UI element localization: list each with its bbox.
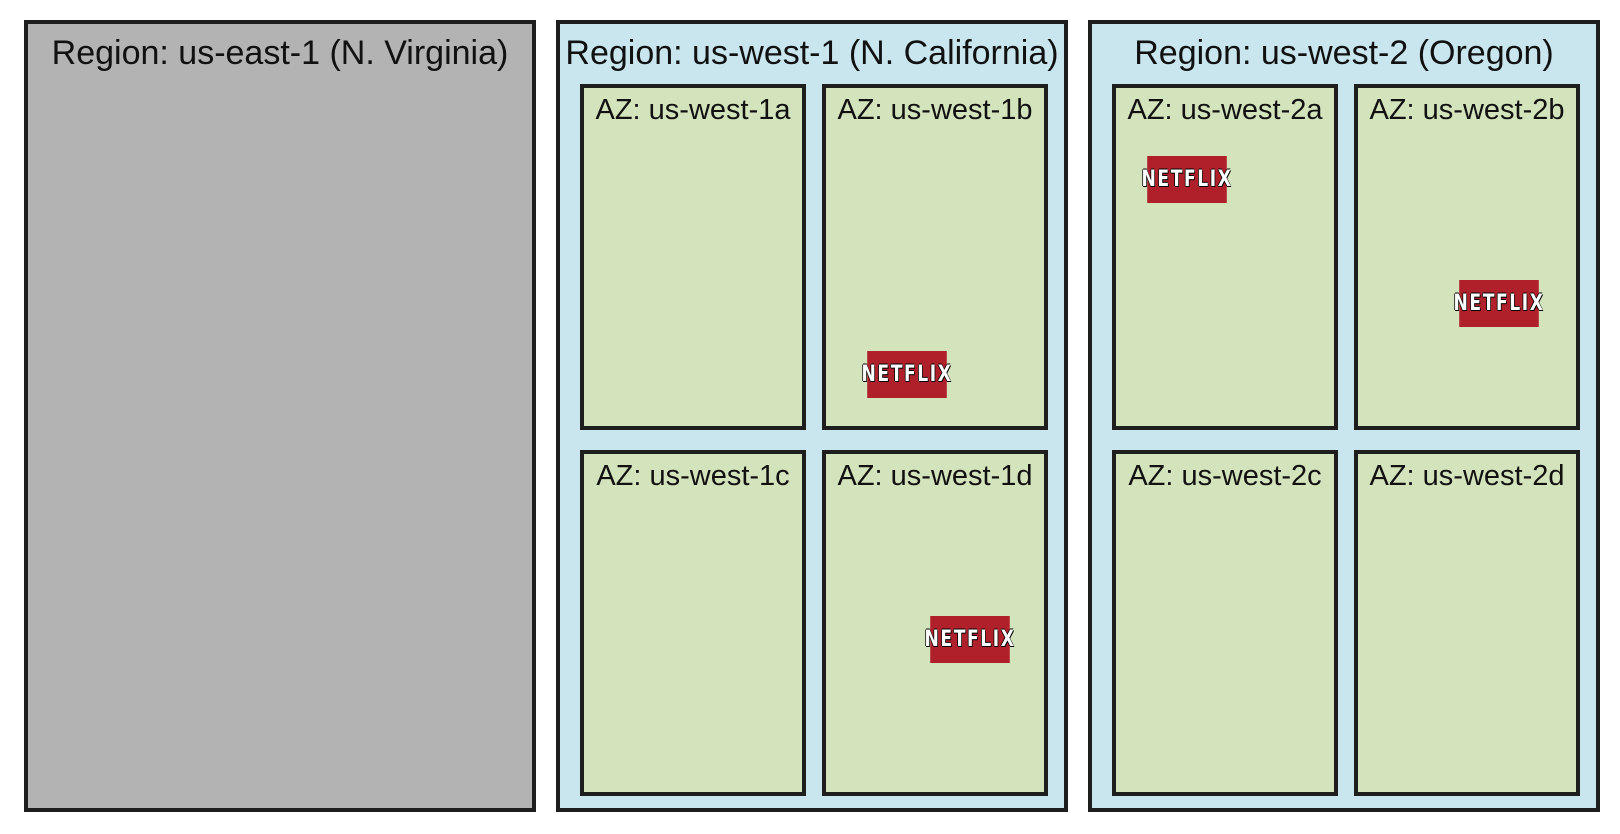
netflix-logo: NETFLIX <box>1454 280 1543 327</box>
az-label: AZ: us-west-1a <box>595 94 791 126</box>
netflix-logo: NETFLIX <box>925 616 1014 663</box>
region-us-west-2: Region: us-west-2 (Oregon) AZ: us-west-2… <box>1088 20 1600 812</box>
region-us-west-1: Region: us-west-1 (N. California) AZ: us… <box>556 20 1068 812</box>
netflix-logo: NETFLIX <box>1142 156 1231 203</box>
az-label: AZ: us-west-2b <box>1369 94 1565 126</box>
az-us-west-2a: AZ: us-west-2a NETFLIX <box>1112 84 1338 430</box>
az-label: AZ: us-west-2a <box>1127 94 1323 126</box>
az-us-west-1a: AZ: us-west-1a <box>580 84 806 430</box>
az-label: AZ: us-west-2c <box>1128 460 1322 492</box>
az-label: AZ: us-west-1c <box>596 460 790 492</box>
az-us-west-1b: AZ: us-west-1b NETFLIX <box>822 84 1048 430</box>
region-us-east-1: Region: us-east-1 (N. Virginia) <box>24 20 536 812</box>
az-label: AZ: us-west-1d <box>837 460 1033 492</box>
az-label: AZ: us-west-2d <box>1369 460 1565 492</box>
az-us-west-1c: AZ: us-west-1c <box>580 450 806 796</box>
netflix-logo: NETFLIX <box>862 351 951 398</box>
region-label: Region: us-west-1 (N. California) <box>565 34 1059 72</box>
region-label: Region: us-west-2 (Oregon) <box>1134 34 1554 72</box>
az-us-west-1d: AZ: us-west-1d NETFLIX <box>822 450 1048 796</box>
az-us-west-2c: AZ: us-west-2c <box>1112 450 1338 796</box>
region-label: Region: us-east-1 (N. Virginia) <box>51 34 509 72</box>
az-us-west-2b: AZ: us-west-2b NETFLIX <box>1354 84 1580 430</box>
az-label: AZ: us-west-1b <box>837 94 1033 126</box>
az-us-west-2d: AZ: us-west-2d <box>1354 450 1580 796</box>
